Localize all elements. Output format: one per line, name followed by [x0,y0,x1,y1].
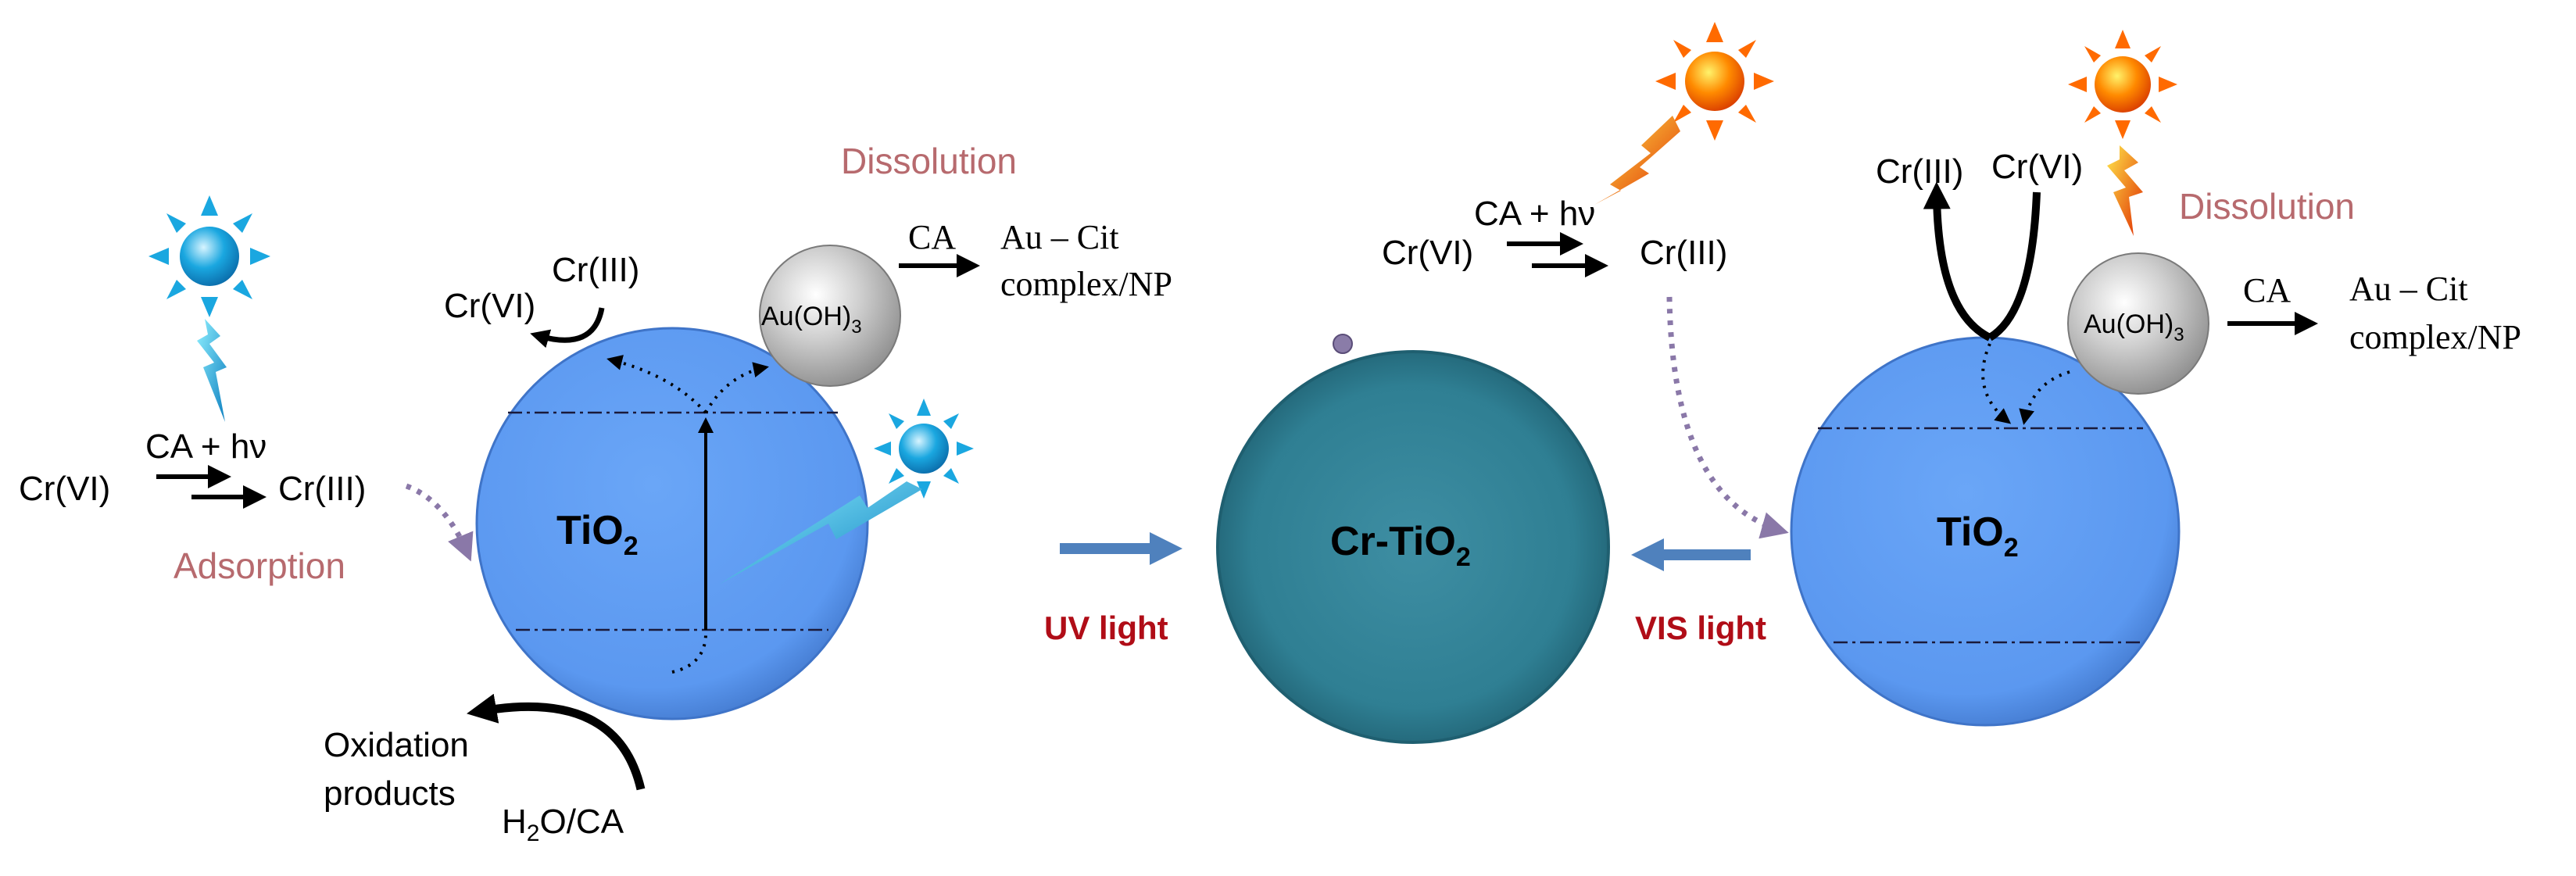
right-auoh3-label: Au(OH)3 [2084,309,2184,345]
electron-path-up [671,629,708,674]
right-reaction-reactant: Cr(VI) [1382,234,1473,272]
left-ca-label: CA [908,218,956,256]
left-auoh3-label: Au(OH)3 [761,302,862,338]
lightning-bolt-icon [197,319,227,422]
orange-sun-icon [2068,30,2177,139]
left-reaction-arrows [156,465,267,509]
lightning-bolt-icon [2107,145,2143,236]
cr-reduction-curve [530,307,605,349]
blue-sun-icon [148,195,270,317]
adsorption-dotted-arrow [405,483,474,562]
electron-path-left [606,355,707,414]
oxidation-curve-arrow [467,693,646,791]
right-electron-path-2 [2019,370,2070,425]
adsorption-label: Adsorption [174,545,345,586]
left-reaction-reactant: Cr(VI) [19,470,110,508]
vis-light-label: VIS light [1635,610,1766,646]
h2o-ca-label: H2O/CA [502,803,624,846]
right-sphere-label: TiO2 [1937,510,2019,563]
left-product-line2: complex/NP [1000,265,1172,303]
left-panel: CA + hν Cr(VI) Cr(III) Adsorption TiO2 C… [19,141,1172,846]
right-dotted-arrow [1666,296,1789,539]
right-cr-iii-label: Cr(III) [1876,152,1963,191]
right-reaction-condition: CA + hν [1474,195,1595,233]
left-tio2-sphere [475,327,869,720]
right-product-line2: complex/NP [2349,318,2521,356]
left-cr-iii-label: Cr(III) [552,251,639,289]
chromium-deposit-dot [1333,334,1353,354]
left-dissolution-label: Dissolution [841,141,1017,181]
lightning-bolt-icon [719,481,922,585]
left-reaction-product: Cr(III) [278,470,366,508]
cr-iii-ascending [1923,181,1992,341]
oxidation-line1: Oxidation [324,726,469,764]
uv-light-label: UV light [1044,610,1168,646]
cr-tio2-sphere [1216,350,1610,744]
right-cr-vi-label: Cr(VI) [1991,148,2083,186]
center-panel: UV light Cr-TiO2 VIS light [1044,334,1766,744]
left-auoh3-particle [759,245,901,387]
oxidation-line2: products [324,774,456,813]
orange-sun-icon [1655,22,1774,141]
left-reaction-condition: CA + hν [145,427,267,466]
electron-path-right [704,362,769,413]
center-sphere-label: Cr-TiO2 [1330,519,1471,572]
right-ca-label: CA [2243,271,2291,309]
blue-sun-icon [874,399,974,499]
right-dissolution-label: Dissolution [2179,186,2355,227]
left-sphere-label: TiO2 [556,508,639,561]
right-reaction-product: Cr(III) [1640,234,1727,272]
cr-u-turn-arrow [1948,186,1995,338]
left-cr-vi-label: Cr(VI) [444,287,535,325]
right-product-line1: Au – Cit [2349,270,2468,308]
right-reaction-arrows [1507,232,1608,277]
cr-vi-descending [1987,191,2041,341]
right-auoh3-particle [2067,252,2209,395]
right-electron-path-1 [1981,343,2012,424]
right-panel: CA + hν Cr(VI) Cr(III) TiO2 Cr(III) Cr(V… [1382,22,2521,727]
left-product-line1: Au – Cit [1000,218,1119,256]
lightning-bolt-icon [1594,116,1680,205]
